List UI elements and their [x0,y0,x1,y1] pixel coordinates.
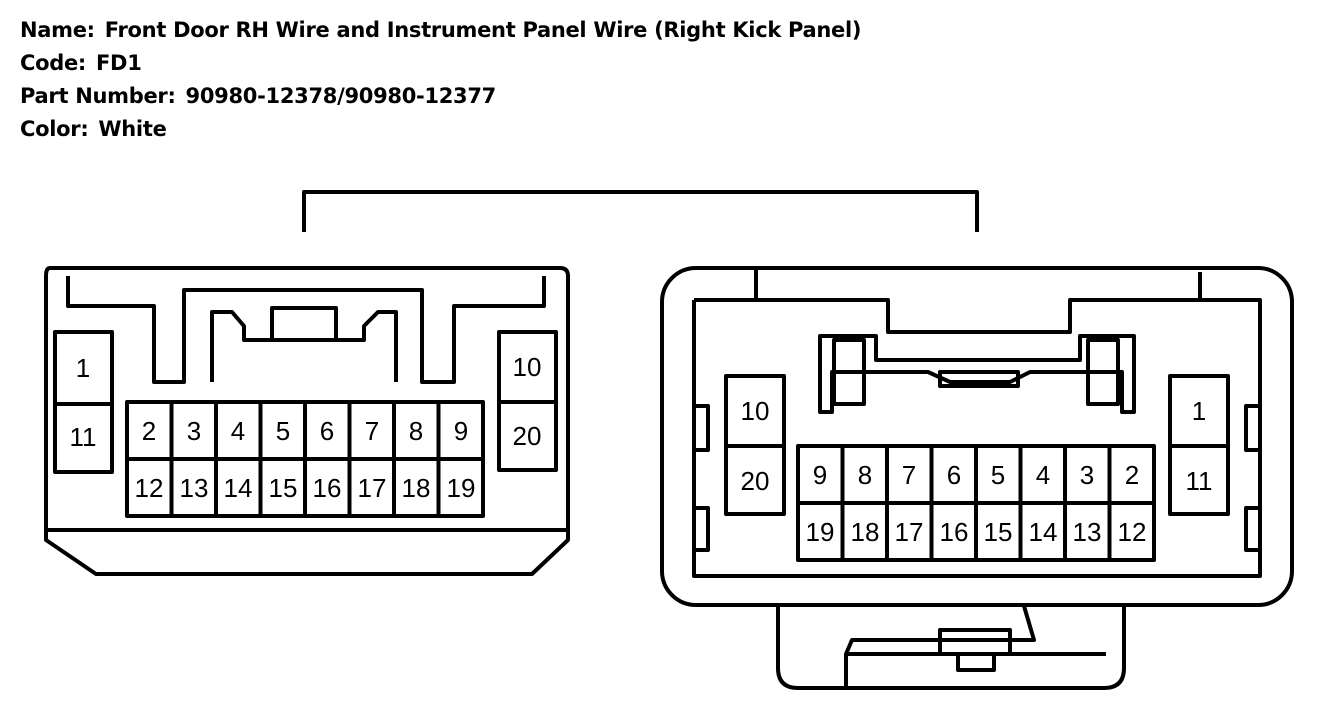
left-pin-1-label: 1 [76,353,90,383]
name-value: Front Door RH Wire and Instrument Panel … [104,18,862,42]
right-pin-18-label: 18 [851,517,880,547]
right-pin-19-label: 19 [806,517,835,547]
left-pin-10-label: 10 [513,352,542,382]
right-pin-8-label: 8 [858,460,872,490]
left-inner-wall [66,276,546,384]
code-value: FD1 [96,51,142,75]
left-pin-11-label: 11 [70,422,97,452]
right-side-latch-right-top [1244,404,1262,452]
right-left-key [832,338,866,406]
mating-bracket [302,190,979,232]
right-pin-1-label: 1 [1192,396,1206,426]
right-side-latch-right-bottom [1244,506,1262,552]
left-pin-9-label: 9 [454,416,468,446]
right-cavity-11 [1168,444,1230,516]
left-pin-15-label: 15 [269,473,298,503]
part-number-row: Part Number: 90980-12378/90980-12377 [20,80,861,113]
left-cavity-11 [53,402,114,474]
left-pin-3-label: 3 [187,416,201,446]
part-number-label: Part Number: [20,84,176,108]
color-value: White [98,117,167,141]
right-pin-6-label: 6 [947,460,961,490]
left-pin-17-label: 17 [358,473,387,503]
right-center-lock [938,370,1020,388]
right-lower-tab [938,628,1012,672]
right-inner-outline [692,268,1262,578]
left-pin-7-label: 7 [365,416,379,446]
right-pin-11-label: 11 [1186,466,1213,496]
right-housing-outline [660,266,1294,607]
right-pin-17-label: 17 [895,517,924,547]
right-pin-15-label: 15 [984,517,1013,547]
name-label: Name: [20,18,95,42]
left-pin-14-label: 14 [224,473,253,503]
right-lower-slot [844,605,1106,688]
right-right-key [1086,338,1120,406]
left-pin-grid-lines [127,402,483,516]
left-connector: 1 11 10 20 2 3 4 5 6 7 8 9 12 13 14 15 1… [44,266,570,576]
left-housing-outline [44,266,570,576]
right-side-latch-left-bottom [692,506,710,552]
left-pin-6-label: 6 [320,416,334,446]
name-row: Name: Front Door RH Wire and Instrument … [20,14,862,47]
right-pin-3-label: 3 [1080,460,1094,490]
code-label: Code: [20,51,87,75]
left-pin-2-label: 2 [142,416,156,446]
left-pin-20-label: 20 [513,421,542,451]
left-pin-8-label: 8 [409,416,423,446]
left-lock-frame [210,306,398,382]
right-pin-5-label: 5 [991,460,1005,490]
color-label: Color: [20,117,89,141]
right-side-latch-left-top [692,404,710,452]
right-pin-grid-lines [798,446,1154,560]
right-pin-14-label: 14 [1029,517,1058,547]
right-pin-16-label: 16 [940,517,969,547]
left-pin-5-label: 5 [276,416,290,446]
left-pin-18-label: 18 [402,473,431,503]
right-pin-20-label: 20 [741,466,770,496]
right-lower-bracket [776,605,1126,690]
left-cavity-20 [497,400,558,472]
right-pin-7-label: 7 [902,460,916,490]
left-pin-12-label: 12 [135,473,164,503]
right-pin-4-label: 4 [1036,460,1050,490]
right-pin-2-label: 2 [1125,460,1139,490]
left-pin-13-label: 13 [180,473,209,503]
connector-info: Name: Front Door RH Wire and Instrument … [20,14,862,146]
left-pin-4-label: 4 [231,416,245,446]
left-pin-16-label: 16 [313,473,342,503]
right-cavity-20 [724,444,786,516]
color-row: Color: White [20,113,861,146]
right-pin-13-label: 13 [1073,517,1102,547]
left-pin-19-label: 19 [447,473,476,503]
right-center-frame [818,334,1136,414]
right-pin-12-label: 12 [1118,517,1147,547]
code-row: Code: FD1 [20,47,861,80]
right-pin-9-label: 9 [813,460,827,490]
right-pin-10-label: 10 [741,396,770,426]
part-number-value: 90980-12378/90980-12377 [185,84,497,108]
right-connector: 10 20 1 11 9 8 7 6 5 4 3 2 19 18 17 16 1… [660,266,1294,690]
